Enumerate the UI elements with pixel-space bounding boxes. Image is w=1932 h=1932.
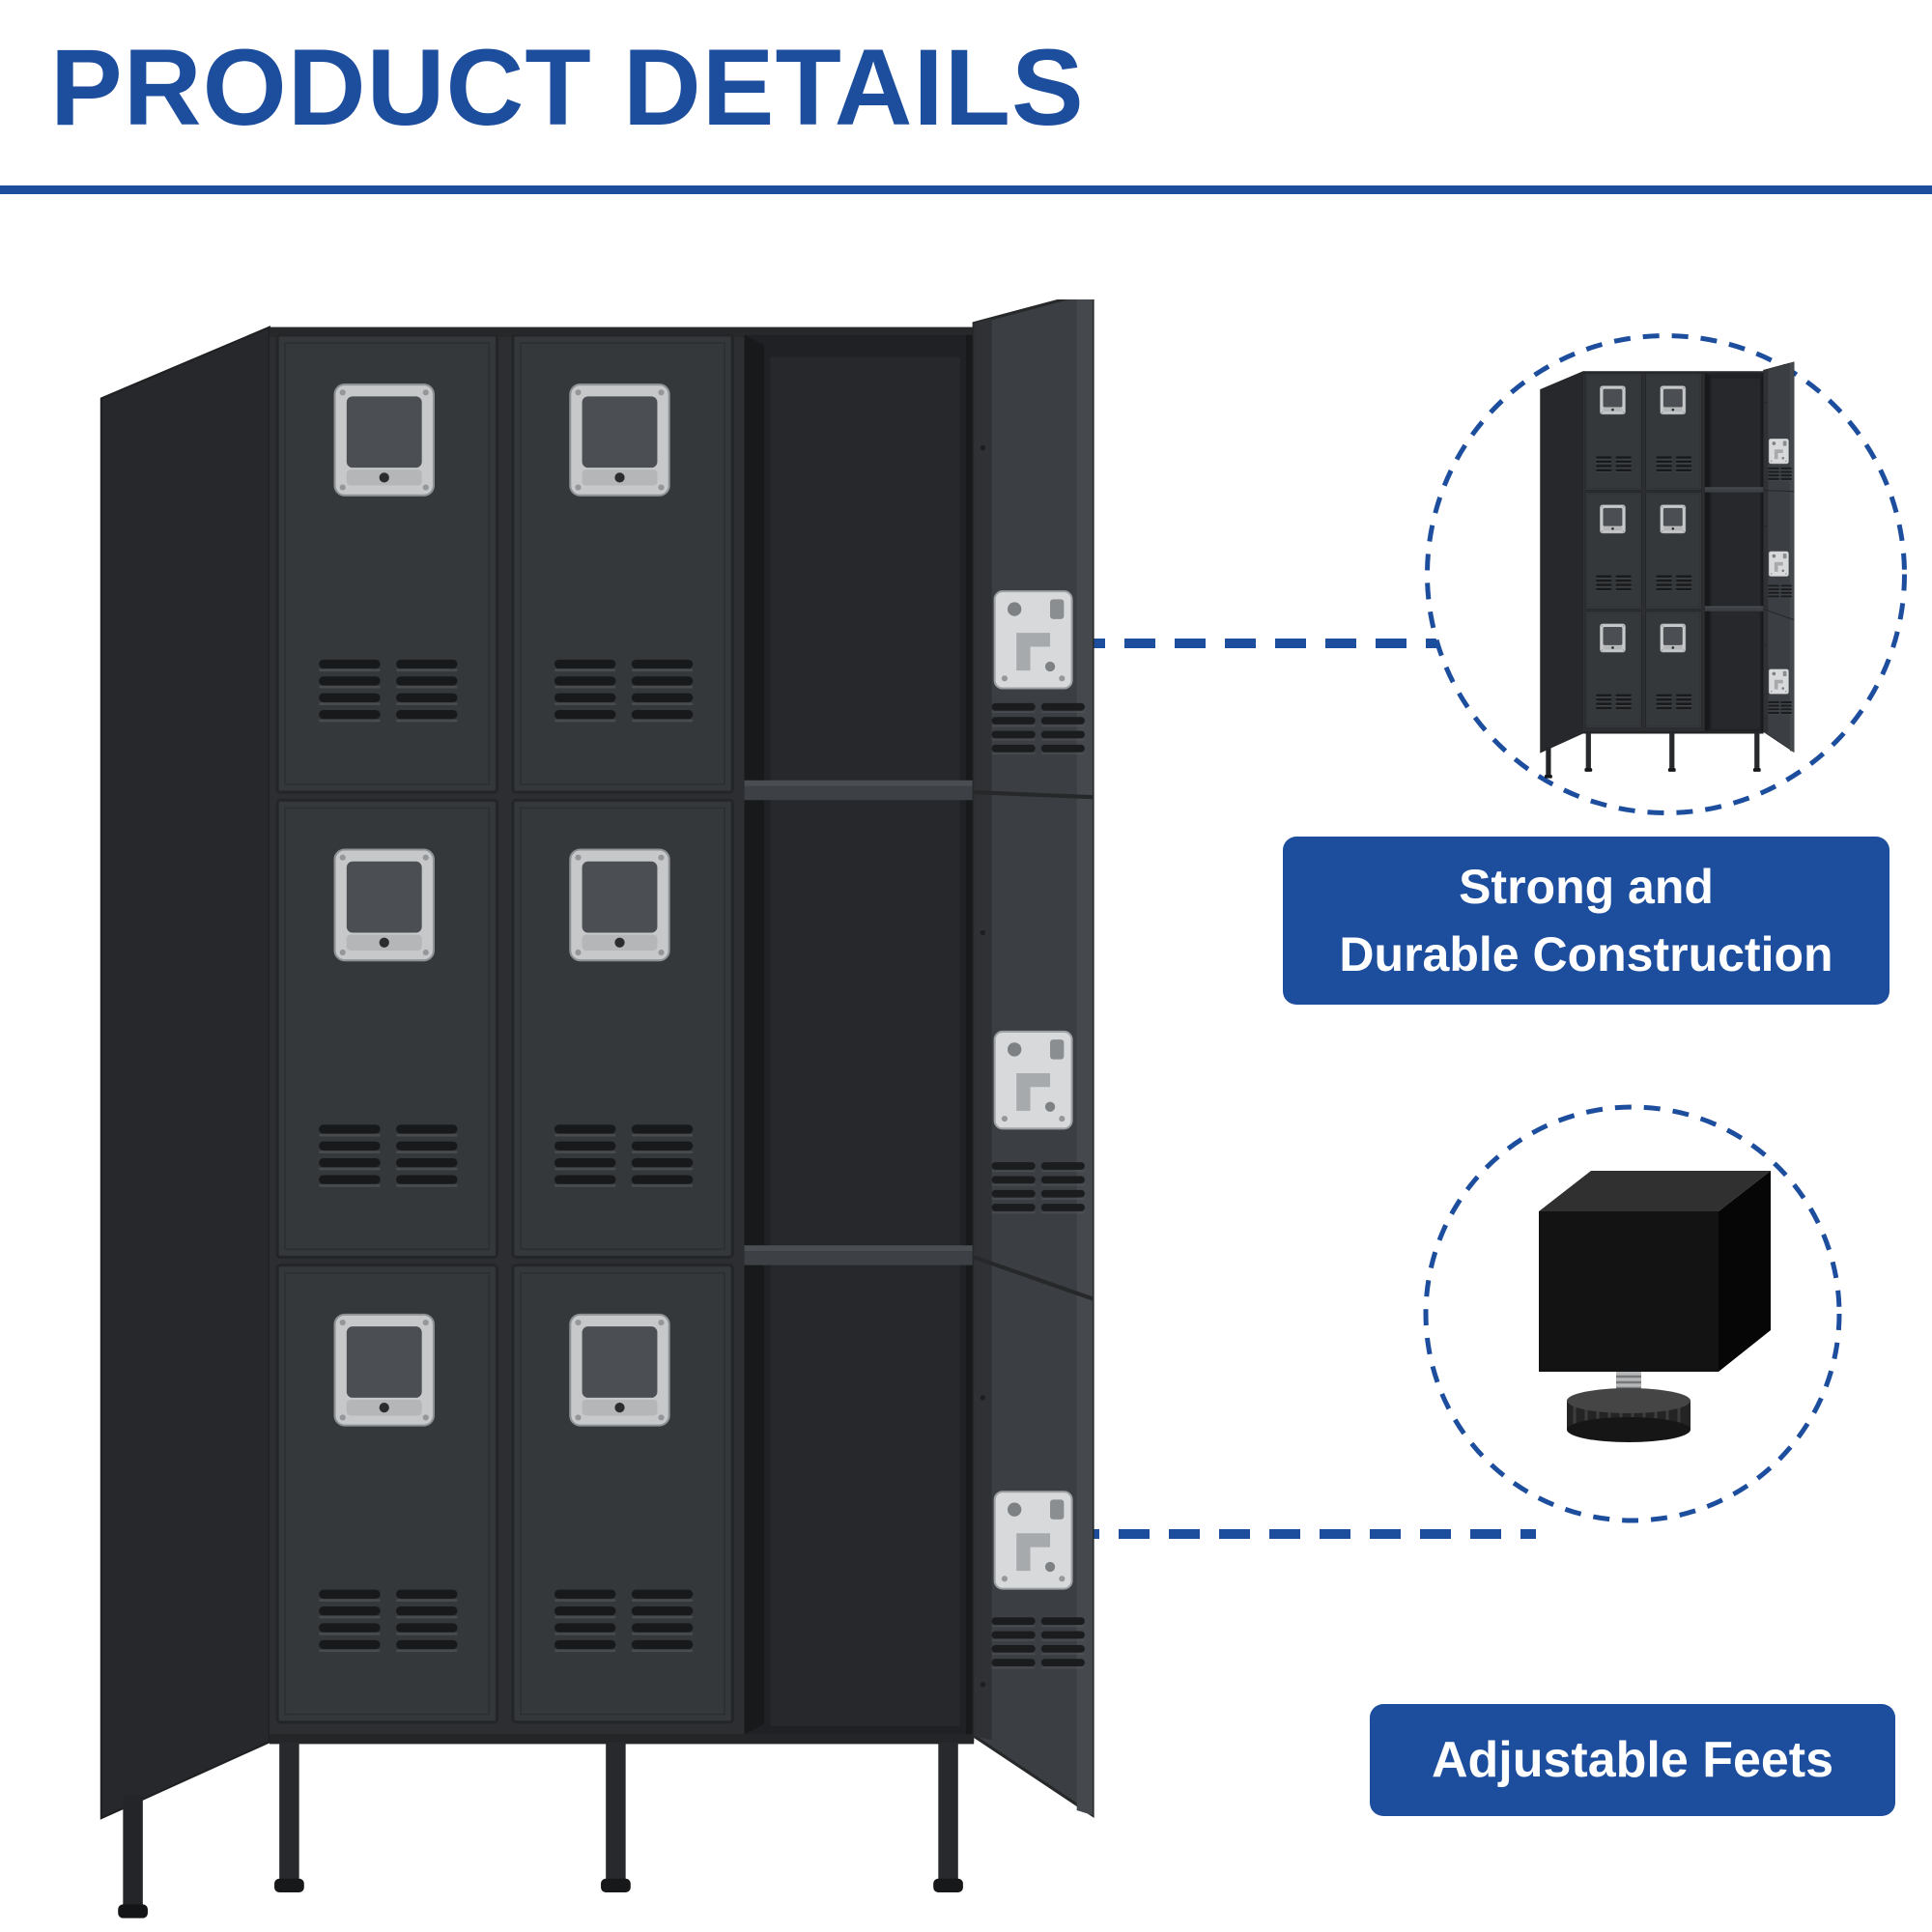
title-underline <box>0 185 1932 194</box>
construction-label-line2: Durable Construction <box>1339 927 1833 981</box>
construction-label-line1: Strong and <box>1459 860 1714 914</box>
adjustable-foot-graphic <box>1539 1171 1771 1442</box>
page-title: PRODUCT DETAILS <box>50 27 1085 148</box>
feet-inset <box>1420 1101 1845 1526</box>
locker-product-image <box>92 299 1106 1932</box>
construction-label: Strong and Durable Construction <box>1283 837 1889 1005</box>
construction-inset-svg <box>1425 333 1907 815</box>
feet-label: Adjustable Feets <box>1370 1704 1895 1816</box>
feet-label-text: Adjustable Feets <box>1431 1732 1834 1788</box>
feet-inset-svg <box>1423 1104 1842 1523</box>
construction-inset <box>1422 330 1910 818</box>
locker-svg <box>92 299 1106 1932</box>
